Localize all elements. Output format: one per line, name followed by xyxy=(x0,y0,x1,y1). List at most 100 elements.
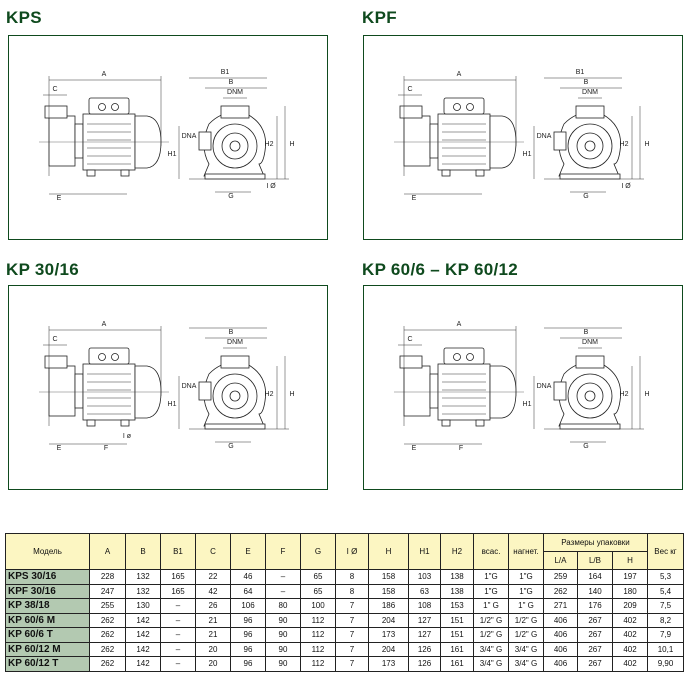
value-cell: 63 xyxy=(408,583,441,599)
dimension-label-e: E xyxy=(57,445,62,452)
value-cell: 8 xyxy=(335,583,369,599)
foot xyxy=(86,169,96,177)
value-cell: 158 xyxy=(368,569,409,585)
dimension-label-dna: DNA xyxy=(182,383,197,390)
value-cell: 165 xyxy=(160,583,196,599)
value-cell: 402 xyxy=(612,612,648,628)
value-cell: 7,5 xyxy=(647,598,684,614)
dimension-label-b: B xyxy=(229,79,234,86)
value-cell: 112 xyxy=(300,656,336,672)
value-cell: 96 xyxy=(230,612,266,628)
value-cell: 406 xyxy=(543,656,578,672)
value-cell: 138 xyxy=(440,583,474,599)
value-cell: 209 xyxy=(612,598,648,614)
value-cell: 10,1 xyxy=(647,641,684,657)
dimension-label-g: G xyxy=(583,443,588,450)
value-cell: 151 xyxy=(440,612,474,628)
terminal-box xyxy=(88,347,130,365)
foot xyxy=(475,419,485,427)
dimension-label-i: I Ø xyxy=(266,183,276,190)
value-cell: 3/4" G xyxy=(508,656,544,672)
impeller-ring xyxy=(567,123,613,169)
value-cell: 8,2 xyxy=(647,612,684,628)
value-cell: 7 xyxy=(335,612,369,628)
value-cell: 1"G xyxy=(508,569,544,585)
value-cell: 204 xyxy=(368,641,409,657)
value-cell: 3/4" G xyxy=(473,656,509,672)
shaft xyxy=(584,390,596,402)
value-cell: 7,9 xyxy=(647,627,684,643)
model-name-cell: KP 60/12 T xyxy=(5,656,90,672)
model-name-cell: KPS 30/16 xyxy=(5,569,90,585)
value-cell: 153 xyxy=(440,598,474,614)
value-cell: 1" G xyxy=(473,598,509,614)
value-cell: – xyxy=(265,583,301,599)
value-cell: 9,90 xyxy=(647,656,684,672)
dimension-label-i_side: I ø xyxy=(123,433,132,440)
value-cell: 173 xyxy=(368,656,409,672)
value-cell: 5,3 xyxy=(647,569,684,585)
impeller-ring xyxy=(212,373,258,419)
model-name-cell: KP 60/12 M xyxy=(5,641,90,657)
cable-gland xyxy=(111,103,119,111)
shaft xyxy=(229,140,241,152)
dimension-label-dnm: DNM xyxy=(227,339,243,346)
value-cell: 267 xyxy=(577,656,613,672)
value-cell: 26 xyxy=(195,598,231,614)
dimension-label-e: E xyxy=(412,445,417,452)
value-cell: 96 xyxy=(230,627,266,643)
dimension-label-b1: B1 xyxy=(221,69,230,76)
value-cell: 65 xyxy=(300,569,336,585)
value-cell: 21 xyxy=(195,612,231,628)
value-cell: 90 xyxy=(265,641,301,657)
dimension-label-dnm: DNM xyxy=(227,89,243,96)
col-h2: H2 xyxy=(440,533,474,570)
value-cell: 173 xyxy=(368,627,409,643)
impeller xyxy=(221,382,249,410)
section-title-kp30: KP 30/16 xyxy=(6,260,79,279)
dimension-label-h2: H2 xyxy=(620,141,629,148)
value-cell: 1"G xyxy=(473,583,509,599)
cable-gland xyxy=(98,353,106,361)
value-cell: 247 xyxy=(89,583,126,599)
cable-gland xyxy=(453,353,461,361)
value-cell: 3/4" G xyxy=(473,641,509,657)
value-cell: – xyxy=(160,598,196,614)
value-cell: 108 xyxy=(408,598,441,614)
dimension-label-dna: DNA xyxy=(182,133,197,140)
terminal-box xyxy=(443,347,485,365)
dimension-label-dnm: DNM xyxy=(582,89,598,96)
value-cell: – xyxy=(265,569,301,585)
discharge-port xyxy=(575,105,605,119)
col-pack-lb: L/B xyxy=(577,551,613,570)
value-cell: 197 xyxy=(612,569,648,585)
dimension-label-h2: H2 xyxy=(265,141,274,148)
col-h1: H1 xyxy=(408,533,441,570)
dimension-label-c: C xyxy=(407,336,412,343)
dimension-label-g: G xyxy=(228,193,233,200)
suction-port-front xyxy=(198,131,212,151)
value-cell: 65 xyxy=(300,583,336,599)
value-cell: 90 xyxy=(265,612,301,628)
value-cell: 132 xyxy=(125,583,161,599)
impeller-ring xyxy=(212,123,258,169)
foot xyxy=(120,419,130,427)
cable-gland xyxy=(111,353,119,361)
dimension-label-dna: DNA xyxy=(537,383,552,390)
value-cell: 402 xyxy=(612,641,648,657)
value-cell: 228 xyxy=(89,569,126,585)
col-g: G xyxy=(300,533,336,570)
flange xyxy=(74,373,84,409)
base-foot xyxy=(204,173,266,180)
impeller xyxy=(576,382,604,410)
foot xyxy=(120,169,130,177)
value-cell: 130 xyxy=(125,598,161,614)
col-c: C xyxy=(195,533,231,570)
